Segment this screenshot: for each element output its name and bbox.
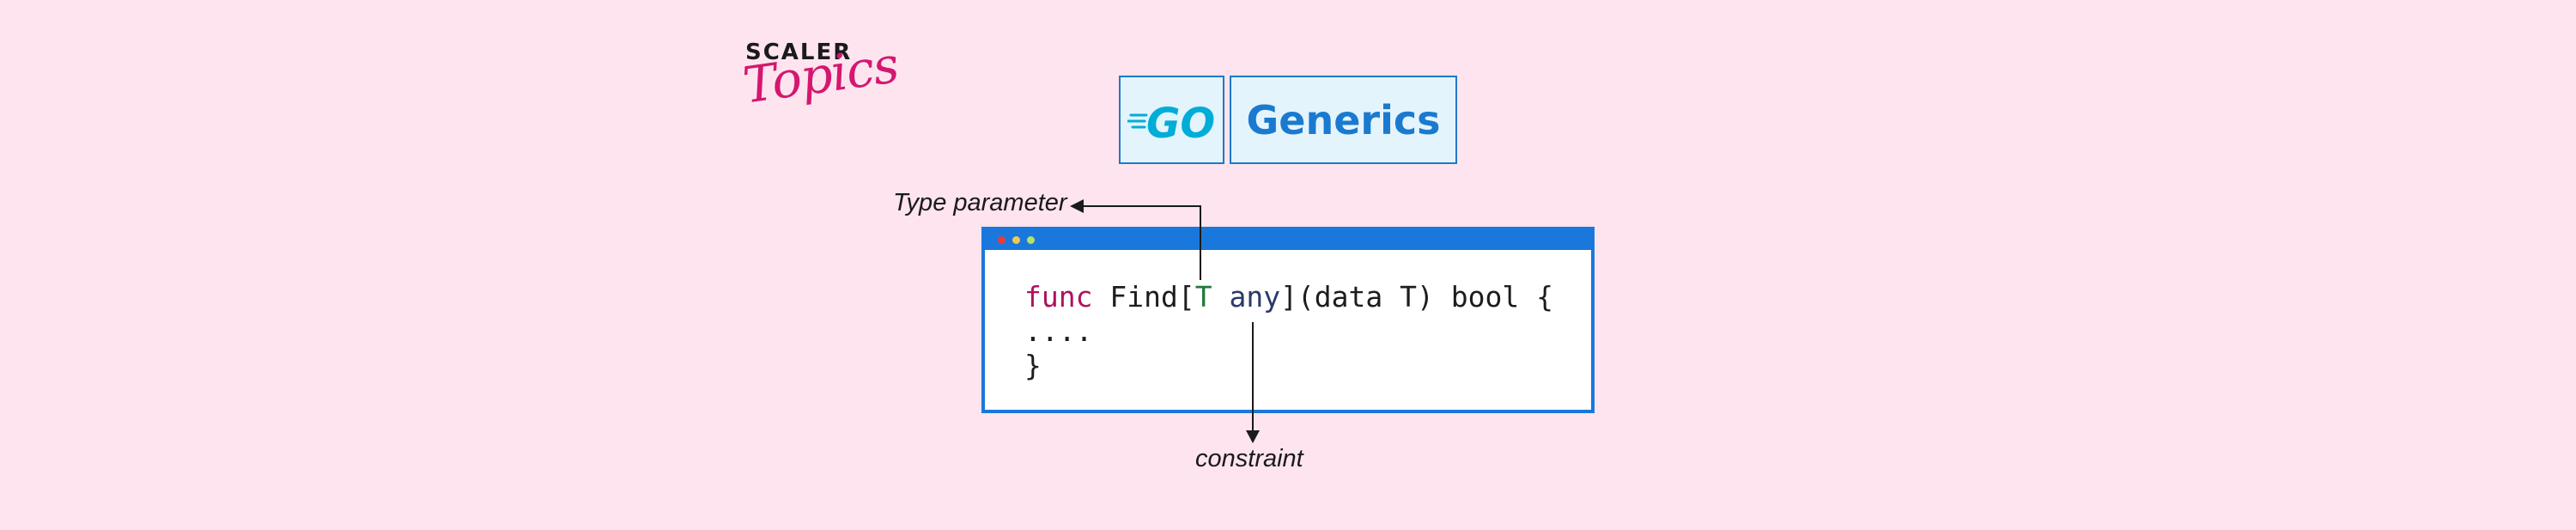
code-constraint: any xyxy=(1229,280,1281,314)
go-logo-text: GO xyxy=(1146,100,1215,146)
code-window: func Find[T any](data T) bool { .... } xyxy=(981,227,1595,413)
code-func-rest: ](data T) bool { xyxy=(1280,280,1553,314)
code-line-1: func Find[T any](data T) bool { xyxy=(1024,280,1553,314)
window-title-bar xyxy=(985,230,1591,250)
arrow-down-icon xyxy=(1246,322,1260,443)
page-title: Generics xyxy=(1246,96,1441,143)
type-parameter-label: Type parameter xyxy=(893,189,1067,216)
window-close-dot xyxy=(998,236,1005,244)
code-line-3: } xyxy=(1024,349,1042,382)
code-keyword: func xyxy=(1024,280,1093,314)
go-logo-icon: GO xyxy=(1127,100,1215,146)
constraint-label: constraint xyxy=(1195,445,1303,472)
arrow-left-icon xyxy=(1070,199,1201,280)
code-line-2: .... xyxy=(1024,314,1093,348)
go-logo-box: GO xyxy=(1119,76,1224,164)
code-block: func Find[T any](data T) bool { .... } xyxy=(1024,280,1553,383)
code-type-param: T xyxy=(1194,280,1212,314)
window-minimize-dot xyxy=(1012,236,1020,244)
window-maximize-dot xyxy=(1027,236,1035,244)
title-box: Generics xyxy=(1230,76,1457,164)
brand-logo-top: SCALER xyxy=(745,40,853,65)
code-func-name: Find[ xyxy=(1109,280,1195,314)
